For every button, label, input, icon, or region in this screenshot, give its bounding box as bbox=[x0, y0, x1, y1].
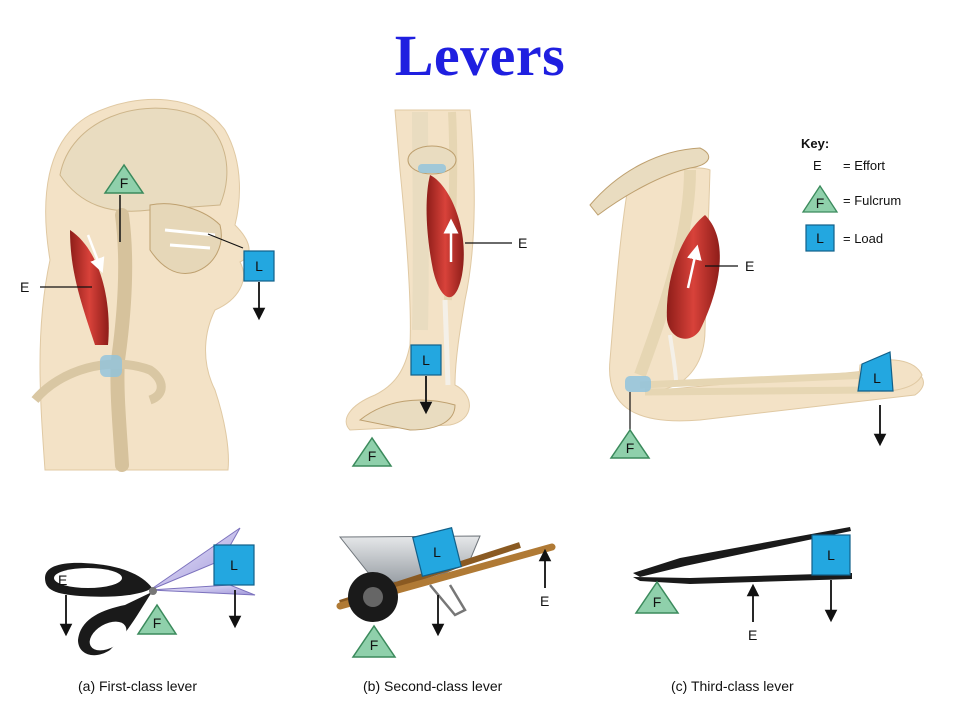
scissors-illustration bbox=[45, 527, 256, 656]
fulcrum-c-anatomy: F bbox=[609, 428, 651, 459]
effort-label-a-anatomy: E bbox=[20, 279, 29, 295]
svg-text:F: F bbox=[370, 637, 379, 653]
svg-text:F: F bbox=[153, 615, 162, 631]
effort-label-a-scissors: E bbox=[58, 572, 67, 588]
svg-text:L: L bbox=[255, 258, 263, 274]
fulcrum-c-tweezers: F bbox=[634, 580, 680, 614]
svg-text:F: F bbox=[368, 448, 377, 464]
svg-text:L: L bbox=[827, 547, 835, 563]
key-symbol-effort: E bbox=[813, 158, 822, 173]
key-text-effort: = Effort bbox=[843, 158, 885, 173]
svg-text:L: L bbox=[422, 352, 430, 368]
key-symbol-fulcrum: F bbox=[816, 195, 825, 211]
load-a-scissors: L bbox=[213, 544, 255, 586]
fulcrum-b-anatomy: F bbox=[351, 436, 393, 467]
leg-foot-illustration bbox=[345, 109, 475, 431]
effort-label-b-wheelbarrow: E bbox=[540, 593, 549, 609]
fulcrum-a-scissors: F bbox=[136, 603, 178, 635]
tweezers-illustration bbox=[633, 527, 852, 584]
key-text-fulcrum: = Fulcrum bbox=[843, 193, 901, 208]
effort-label-c-tweezers: E bbox=[748, 627, 757, 643]
svg-text:L: L bbox=[433, 544, 441, 560]
svg-text:Key:: Key: bbox=[801, 136, 829, 151]
load-b-wheelbarrow: L bbox=[412, 527, 462, 577]
svg-text:L: L bbox=[230, 557, 238, 573]
head-neck-illustration bbox=[31, 98, 250, 472]
load-a-anatomy: L bbox=[243, 250, 275, 282]
caption-second-class-lever: (b) Second-class lever bbox=[363, 678, 503, 694]
svg-text:F: F bbox=[120, 175, 129, 191]
svg-text:F: F bbox=[653, 594, 662, 610]
page-title: Levers bbox=[394, 23, 566, 88]
fulcrum-b-wheelbarrow: F bbox=[351, 624, 397, 658]
legend-key: Key: E = Effort F = Fulcrum L = Load bbox=[801, 136, 901, 252]
key-symbol-load: L bbox=[816, 230, 824, 246]
load-c-anatomy: L bbox=[857, 351, 894, 392]
svg-text:L: L bbox=[873, 370, 881, 386]
effort-label-b-anatomy: E bbox=[518, 235, 527, 251]
caption-first-class-lever: (a) First-class lever bbox=[78, 678, 197, 694]
effort-label-c-anatomy: E bbox=[745, 258, 754, 274]
key-text-load: = Load bbox=[843, 231, 883, 246]
svg-text:F: F bbox=[626, 440, 635, 456]
caption-third-class-lever: (c) Third-class lever bbox=[671, 678, 794, 694]
fulcrum-a-anatomy: F bbox=[103, 163, 145, 194]
load-b-anatomy: L bbox=[410, 344, 442, 376]
load-c-tweezers: L bbox=[811, 534, 851, 576]
